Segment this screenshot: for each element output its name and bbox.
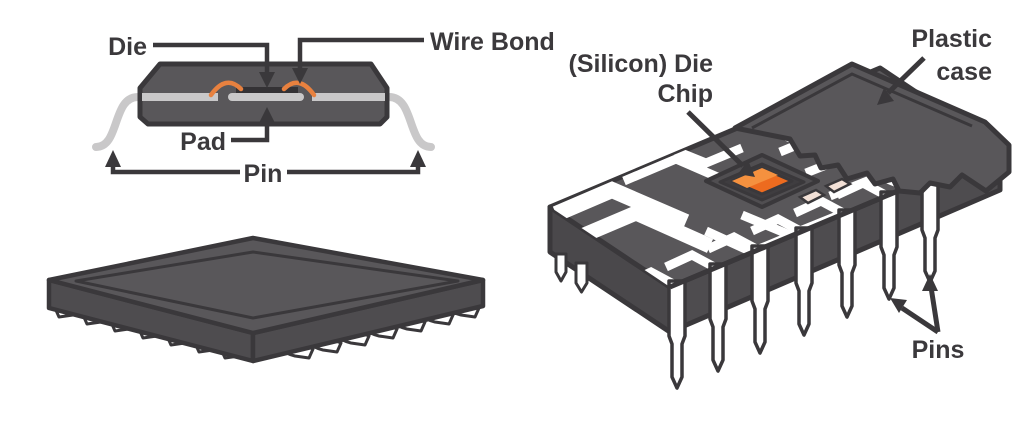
die-chip-callout-line	[686, 110, 745, 168]
pin-callout-line-left	[110, 165, 240, 175]
die-chip-label-line2: Chip	[657, 80, 713, 108]
cross-section-diagram: Die Wire Bond Pad Pin	[92, 28, 555, 188]
die-chip-label-line1: (Silicon) Die	[569, 50, 714, 78]
plastic-case-fragment	[732, 61, 1012, 196]
pin	[554, 252, 568, 283]
case-ridge-line	[751, 72, 973, 130]
die-chip	[236, 87, 298, 93]
case-label-line1: Plastic	[911, 25, 992, 53]
pin	[837, 208, 857, 319]
pin-arrow-right-icon	[410, 150, 426, 167]
wire-bond-label: Wire Bond	[430, 28, 555, 56]
die-chip-arrow-icon	[738, 160, 755, 177]
pin	[750, 244, 770, 355]
pins-callout-line-left	[900, 305, 940, 335]
right-pin-lead	[308, 93, 435, 151]
pins-arrow-right-icon	[922, 274, 938, 291]
pad-label: Pad	[180, 128, 226, 156]
silicon-die-highlight	[732, 168, 778, 188]
pin	[794, 226, 814, 337]
case-label-line2: case	[936, 58, 992, 86]
pins-arrow-left-icon	[890, 298, 907, 313]
qfp-top-face	[46, 235, 486, 336]
pin-arrow-left-icon	[105, 150, 121, 167]
die-callout-line	[153, 42, 270, 74]
qfp-package-illustration	[46, 235, 486, 364]
pin-label: Pin	[244, 160, 283, 188]
case-arrow-icon	[877, 88, 894, 105]
wire-bond-callout-line	[297, 37, 424, 70]
pin	[574, 261, 589, 294]
die-label: Die	[108, 33, 147, 61]
qfp-mold-seam	[74, 250, 460, 320]
wire-bond-left	[208, 80, 244, 98]
case-callout-line	[886, 56, 926, 95]
pin	[879, 190, 899, 301]
exposed-tab	[797, 188, 827, 205]
exposed-tab	[823, 177, 853, 194]
left-pin-lead	[92, 93, 222, 151]
die-arrow-icon	[259, 72, 275, 88]
pad-arrow-icon	[259, 107, 275, 123]
pins-label: Pins	[912, 336, 965, 364]
pin-callout-line-right	[287, 165, 421, 175]
pad-callout-line	[231, 124, 270, 143]
pin	[667, 279, 687, 390]
wire-bond-arrow-icon	[292, 68, 308, 84]
pin	[708, 262, 728, 373]
pins-callout-line-right	[928, 286, 941, 333]
wire-bond-right	[281, 80, 317, 98]
dip-cutaway-illustration: (Silicon) Die Chip Plastic case Pins	[547, 25, 1012, 390]
